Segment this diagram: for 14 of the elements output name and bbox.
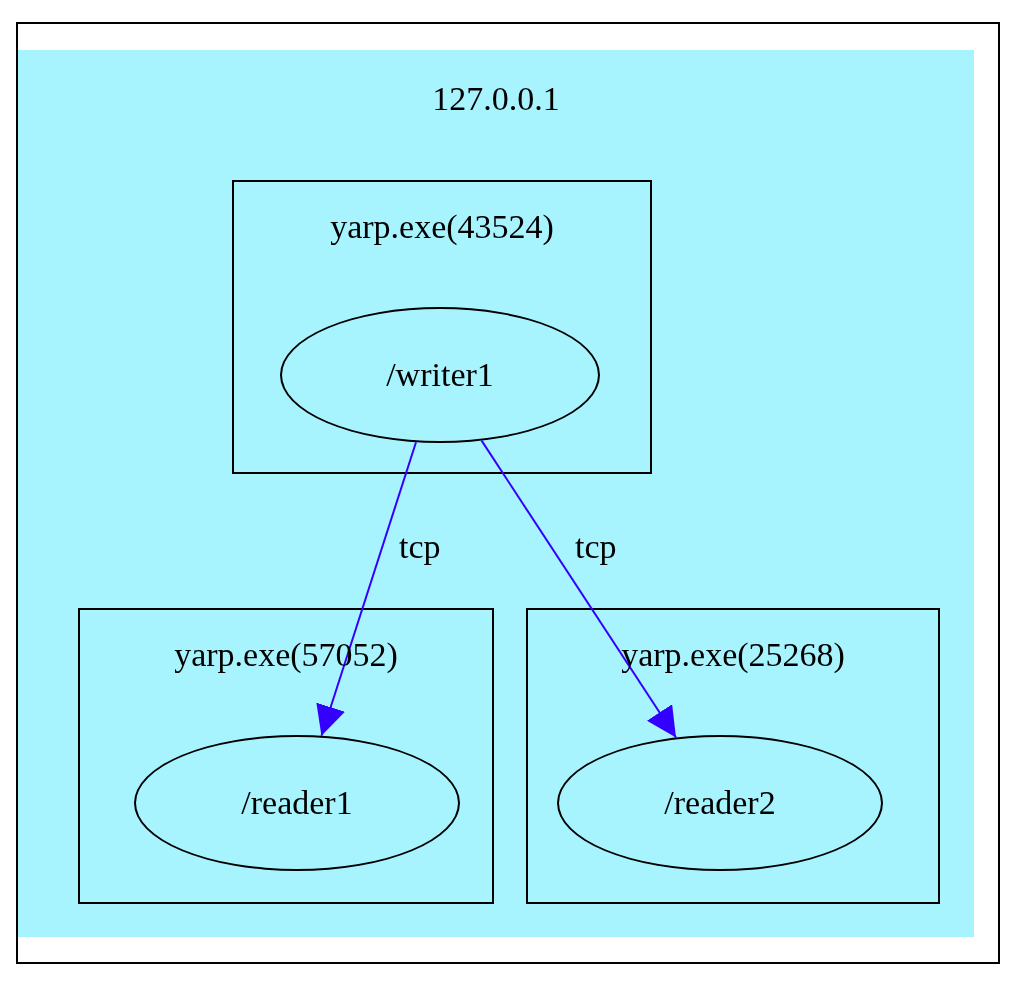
- process-box: [526, 608, 940, 904]
- port-ellipse: [280, 307, 600, 443]
- port-name: /reader1: [241, 784, 353, 822]
- port-name: /reader2: [664, 784, 776, 822]
- process-name: yarp.exe(25268): [620, 636, 846, 674]
- arrow: [480, 439, 677, 739]
- host-address: 127.0.0.1: [431, 80, 561, 118]
- port-name: /writer1: [386, 356, 494, 394]
- process-name: yarp.exe(43524): [329, 208, 555, 246]
- arrow: [316, 441, 417, 737]
- process-box: [232, 180, 652, 474]
- port-ellipse: [134, 735, 460, 871]
- process-box: [78, 608, 494, 904]
- port-ellipse: [557, 735, 883, 871]
